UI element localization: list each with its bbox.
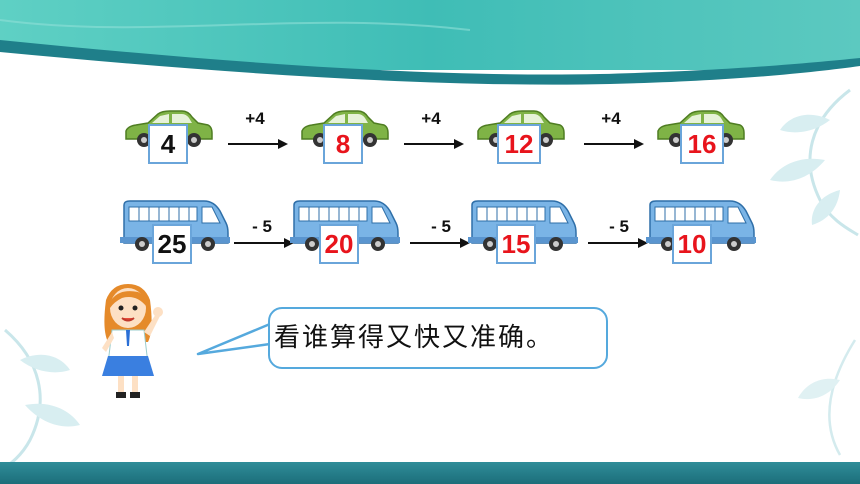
footer-band [0,462,860,484]
answer-box: 12 [497,124,541,164]
car-icon [125,110,213,147]
speech-bubble [268,307,608,369]
arrow-right-icon [584,139,644,149]
operation-label: +4 [421,109,441,128]
car-sequence-row: 4 +4 8 +4 12 +4 16 [0,105,860,185]
operation-label: - 5 [609,217,629,236]
bus-sequence-row: 25 - 5 20 - 5 15 - 5 [0,195,860,275]
operation-label: +4 [245,109,265,128]
girl-character-icon [102,284,163,398]
answer-box: 20 [319,224,359,264]
arrow-right-icon [228,139,288,149]
operation-label: - 5 [252,217,272,236]
floral-decoration-bottom-right [798,339,857,456]
operation-label: +4 [601,109,621,128]
answer-box: 10 [672,224,712,264]
number-box: 4 [148,124,188,164]
speech-bubble-text: 看谁算得又快又准确。 [274,323,555,353]
floral-decoration-right [770,88,859,237]
header-wave-banner [0,0,860,95]
floral-decoration-left [2,328,80,470]
arrow-right-icon [588,238,648,248]
arrow-right-icon [410,238,470,248]
number-box: 25 [152,224,192,264]
operation-label: - 5 [431,217,451,236]
arrow-right-icon [234,238,294,248]
answer-box: 8 [323,124,363,164]
answer-box: 15 [496,224,536,264]
arrow-right-icon [404,139,464,149]
answer-box: 16 [680,124,724,164]
speech-bubble-tail [196,322,271,356]
